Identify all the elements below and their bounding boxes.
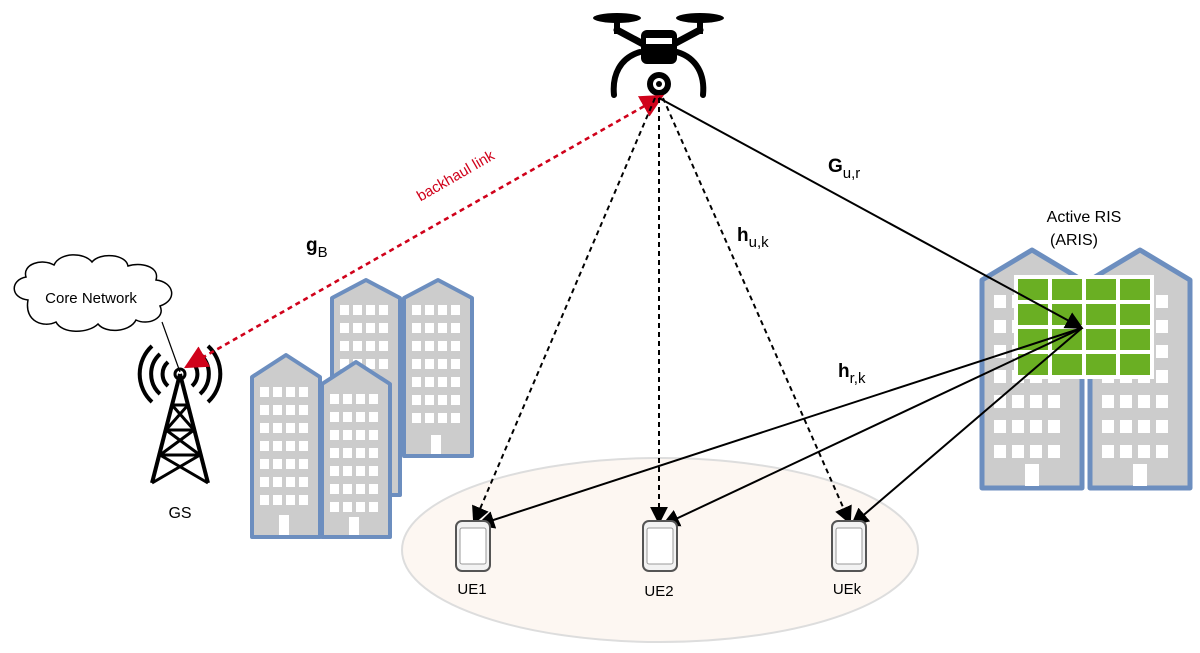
ris-to-ue2-link	[661, 327, 1083, 527]
backhaul-link	[183, 94, 665, 369]
drone-icon	[593, 13, 724, 98]
h-uk-label: hu,k	[737, 225, 769, 251]
uek-phone-icon	[831, 520, 867, 572]
gs-label: GS	[168, 505, 191, 522]
g-ur-label: Gu,r	[828, 156, 860, 182]
g-b-label: gB	[306, 235, 328, 261]
ue2-label: UE2	[644, 583, 673, 600]
uav-to-ris-link	[658, 97, 1084, 329]
uav-to-ue1-link	[472, 97, 656, 525]
core-network-label: Core Network	[45, 290, 137, 307]
ris-panel	[1014, 275, 1154, 379]
aris-label: (ARIS)	[1050, 232, 1098, 249]
tower-icon	[137, 344, 223, 485]
city-buildings	[250, 278, 474, 539]
ris-to-ue1-link	[476, 327, 1083, 529]
core-network-cloud: Core Network	[13, 254, 173, 332]
h-rk-label: hr,k	[838, 361, 866, 387]
uek-label: UEk	[833, 581, 862, 598]
ue1-label: UE1	[457, 581, 486, 598]
active-ris-label: Active RIS	[1047, 209, 1122, 226]
ue2-phone-icon	[642, 520, 678, 572]
ue1-phone-icon	[455, 520, 491, 572]
links	[183, 94, 1084, 529]
ris-to-uek-link	[850, 327, 1083, 527]
